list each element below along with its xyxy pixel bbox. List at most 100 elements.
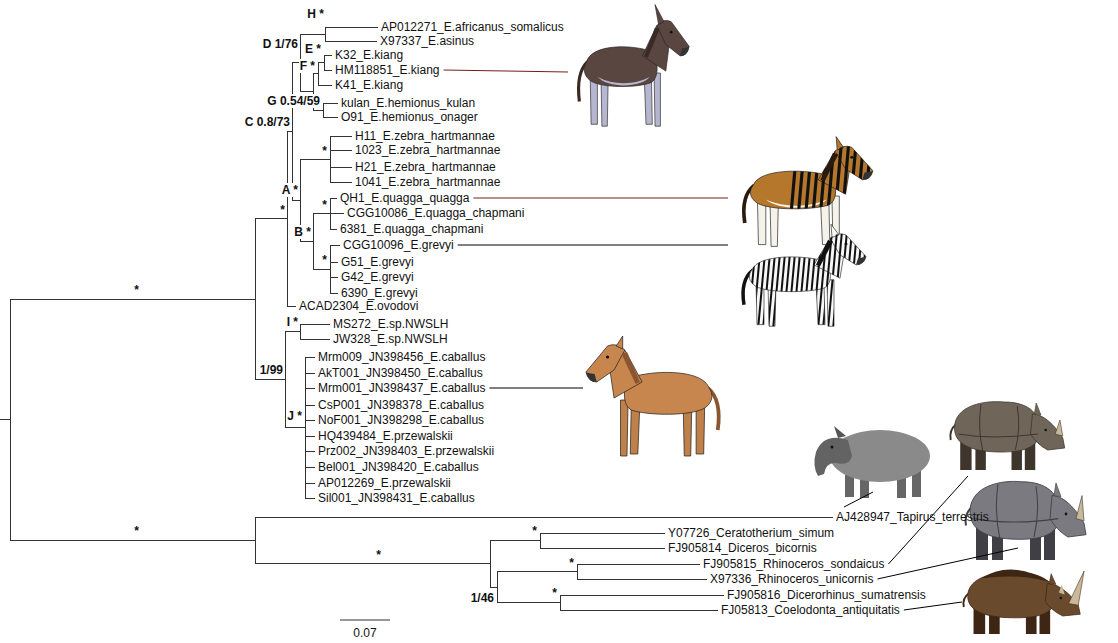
- branch-line: [324, 70, 332, 71]
- branch-line: [323, 117, 338, 118]
- taxon-label: JW328_E.sp.NWSLH: [333, 332, 448, 346]
- skin-fold: [1015, 406, 1018, 450]
- stripe: [788, 220, 798, 330]
- stripe: [818, 220, 828, 330]
- branch-line: [330, 277, 338, 278]
- scale-label: 0.07: [353, 626, 376, 640]
- stripe: [733, 220, 743, 330]
- taxon-label: K41_E.kiang: [335, 78, 403, 92]
- branch-line: [305, 405, 315, 406]
- support-value: *: [321, 198, 328, 212]
- branch-line: [540, 533, 665, 534]
- support-value: C 0.8/73: [244, 115, 291, 129]
- branch-line: [305, 483, 315, 484]
- branch-line: [287, 306, 296, 307]
- eye: [1044, 429, 1046, 432]
- horse-figure: [586, 336, 719, 456]
- branch-line: [560, 595, 724, 596]
- branch-line: [330, 229, 337, 230]
- branch-line: [305, 388, 315, 389]
- stripe: [810, 131, 821, 250]
- stripe: [803, 131, 814, 250]
- fur-hump: [981, 569, 1053, 583]
- stripe: [773, 220, 783, 330]
- quagga-figure: [744, 131, 879, 250]
- stripe: [847, 131, 858, 250]
- branch-line: [313, 269, 330, 270]
- eye: [670, 31, 673, 34]
- support-value: *: [321, 144, 328, 158]
- branch-line: [255, 379, 285, 380]
- branch-line: [330, 245, 340, 246]
- taxon-label: X97337_E.asinus: [380, 34, 474, 48]
- branch-line: [300, 324, 330, 325]
- branch-line: [330, 136, 352, 137]
- stripe: [793, 220, 803, 330]
- support-value: *: [568, 556, 575, 570]
- branch-line: [324, 55, 332, 56]
- stripe: [768, 220, 778, 330]
- ear: [831, 224, 839, 237]
- stripe: [743, 220, 753, 330]
- stripe: [723, 220, 733, 330]
- head: [814, 438, 852, 476]
- stripe: [861, 131, 872, 250]
- taxon-label: FJ05813_Coelodonta_antiquitatis: [721, 603, 900, 617]
- stripe: [813, 220, 823, 330]
- stripes: [708, 220, 873, 330]
- leader-line: [444, 70, 568, 72]
- stripe: [788, 131, 799, 250]
- branch-line: [490, 587, 497, 588]
- taxon-label: 1041_E.zebra_hartmannae: [355, 175, 500, 189]
- branch-line: [255, 218, 287, 219]
- branch-line: [305, 357, 315, 358]
- body: [955, 402, 1041, 452]
- branch-line: [490, 540, 540, 541]
- eye: [1060, 597, 1063, 599]
- branch-line: [323, 103, 338, 104]
- support-value: *: [321, 253, 328, 267]
- stripe: [848, 220, 858, 330]
- branch-line: [313, 73, 318, 74]
- taxon-label: AP012271_E.africanus_somalicus: [381, 20, 564, 34]
- muzzle: [856, 257, 866, 265]
- stripe: [718, 220, 728, 330]
- leader-line: [904, 602, 962, 610]
- belly: [633, 404, 696, 413]
- skin-fold: [996, 484, 1000, 539]
- support-value: J *: [286, 409, 303, 423]
- mane: [622, 352, 640, 384]
- branch-line: [497, 602, 560, 603]
- taxon-label: O91_E.hemionus_onager: [341, 110, 478, 124]
- support-value: A *: [281, 183, 299, 197]
- leg: [654, 73, 660, 126]
- stripe: [748, 220, 758, 330]
- taxon-label: AJ428947_Tapirus_terrestris: [836, 510, 989, 524]
- branch-line: [305, 451, 315, 452]
- stripe: [808, 220, 818, 330]
- stripe: [803, 220, 813, 330]
- branch-line: [300, 34, 325, 35]
- branch-line: [330, 198, 337, 199]
- branch-line: [318, 62, 324, 63]
- taxon-label: Mrm009_JN398456_E.caballus: [318, 350, 485, 364]
- stripe: [858, 220, 868, 330]
- stripe: [758, 220, 768, 330]
- belly: [597, 77, 649, 86]
- taxon-label: MS272_E.sp.NWSLH: [333, 317, 448, 331]
- mane: [816, 240, 833, 267]
- taxon-label: CGG10086_E.quagga_chapmani: [347, 206, 524, 220]
- stripe: [863, 220, 873, 330]
- horn: [1069, 571, 1085, 605]
- support-value: *: [133, 524, 140, 538]
- stripe: [839, 131, 850, 250]
- eye: [831, 446, 834, 449]
- stripe: [778, 220, 788, 330]
- taxon-label: Bel001_JN398420_E.caballus: [318, 460, 479, 474]
- branch-line: [305, 467, 315, 468]
- support-value: 1/99: [259, 363, 284, 377]
- stripe: [753, 220, 763, 330]
- taxon-label: NoF001_JN398298_E.caballus: [318, 413, 484, 427]
- head: [1031, 414, 1065, 450]
- taxon-label: K32_E.kiang: [335, 48, 403, 62]
